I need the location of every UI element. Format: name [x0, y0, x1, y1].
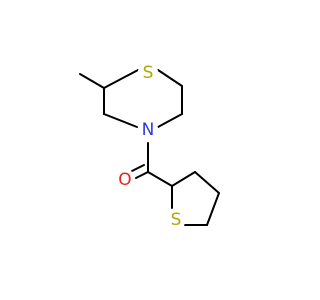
bond-c4p-c5p	[206, 192, 220, 226]
bonds	[79, 69, 220, 226]
bond-carbonyl-o-1	[135, 171, 149, 179]
bond-c3p-c4p	[194, 171, 220, 194]
atom-s1: S	[138, 62, 158, 83]
bond-carbonyl-c2p	[147, 171, 173, 187]
atom-label-s1p: S	[171, 210, 182, 230]
atom-s1p: S	[166, 209, 186, 230]
atom-n4: N	[138, 119, 158, 140]
molecule-diagram: S N O S	[79, 62, 220, 230]
bond-n4-c3	[103, 113, 138, 128]
bond-carbonyl-o-2	[131, 164, 145, 172]
atom-label-o: O	[118, 170, 131, 190]
bond-c5-n4	[157, 113, 183, 128]
bond-c2-s1	[103, 69, 139, 89]
bond-c2p-c3p	[171, 171, 196, 187]
bond-c2-methyl	[79, 73, 105, 89]
atom-label-s1: S	[143, 63, 154, 83]
atom-o: O	[115, 169, 135, 190]
atom-label-n4: N	[142, 120, 155, 140]
bond-s1-c6	[157, 69, 183, 87]
structure-canvas: S N O S	[79, 62, 220, 230]
atom-labels: S N O S	[115, 62, 186, 230]
